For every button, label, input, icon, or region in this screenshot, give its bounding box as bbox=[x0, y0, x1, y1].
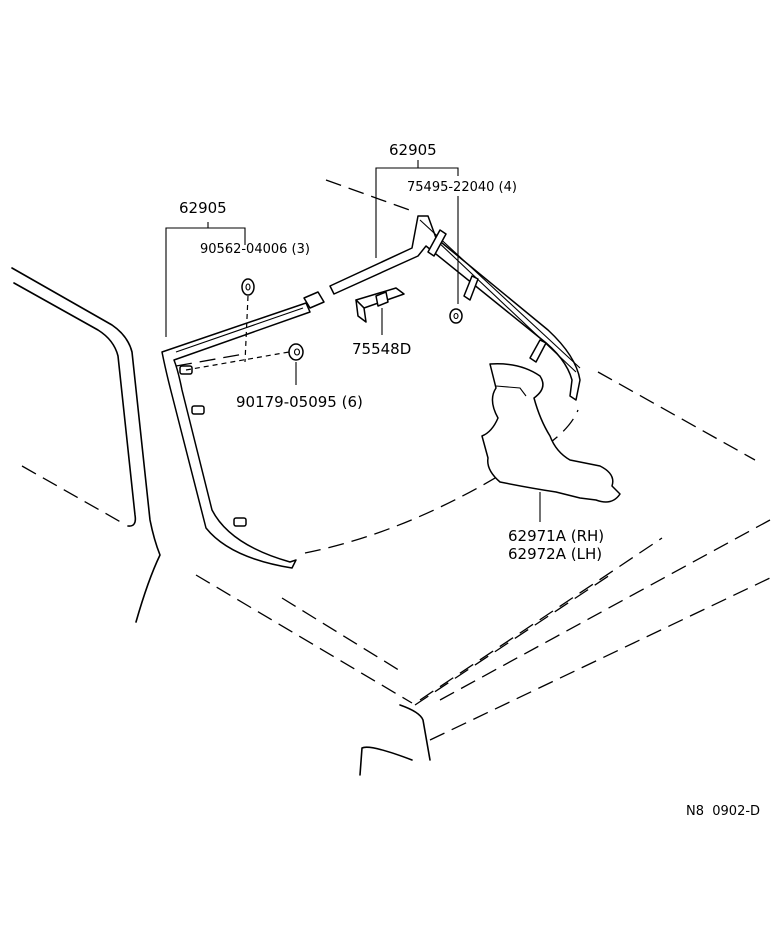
label-moulding-left: 62905 bbox=[179, 199, 227, 217]
labels: 62905 90562-04006 (3) 62905 75495-22040 … bbox=[179, 141, 760, 819]
nut-90179 bbox=[288, 343, 304, 361]
footer-code: N8 0902-D bbox=[686, 804, 760, 819]
label-seal-lh: 62972A (LH) bbox=[508, 545, 602, 563]
label-moulding-right: 62905 bbox=[389, 141, 437, 159]
label-bracket: 75548D bbox=[352, 340, 411, 358]
clip-90562 bbox=[241, 278, 255, 296]
label-nut: 90179-05095 (6) bbox=[236, 393, 363, 411]
right-moulding bbox=[329, 215, 581, 401]
seal-62971a bbox=[481, 363, 621, 503]
hood-corner bbox=[359, 704, 431, 776]
label-seal-rh: 62971A (RH) bbox=[508, 527, 604, 545]
clip-75495 bbox=[449, 308, 463, 324]
label-clip-upper-left: 90562-04006 (3) bbox=[200, 242, 310, 257]
door-outline bbox=[11, 267, 161, 623]
bracket-75548d bbox=[355, 287, 405, 323]
windshield-glass bbox=[175, 179, 771, 741]
leader-lines bbox=[165, 160, 541, 522]
label-clip-upper-right: 75495-22040 (4) bbox=[407, 180, 517, 195]
left-moulding bbox=[161, 291, 325, 569]
